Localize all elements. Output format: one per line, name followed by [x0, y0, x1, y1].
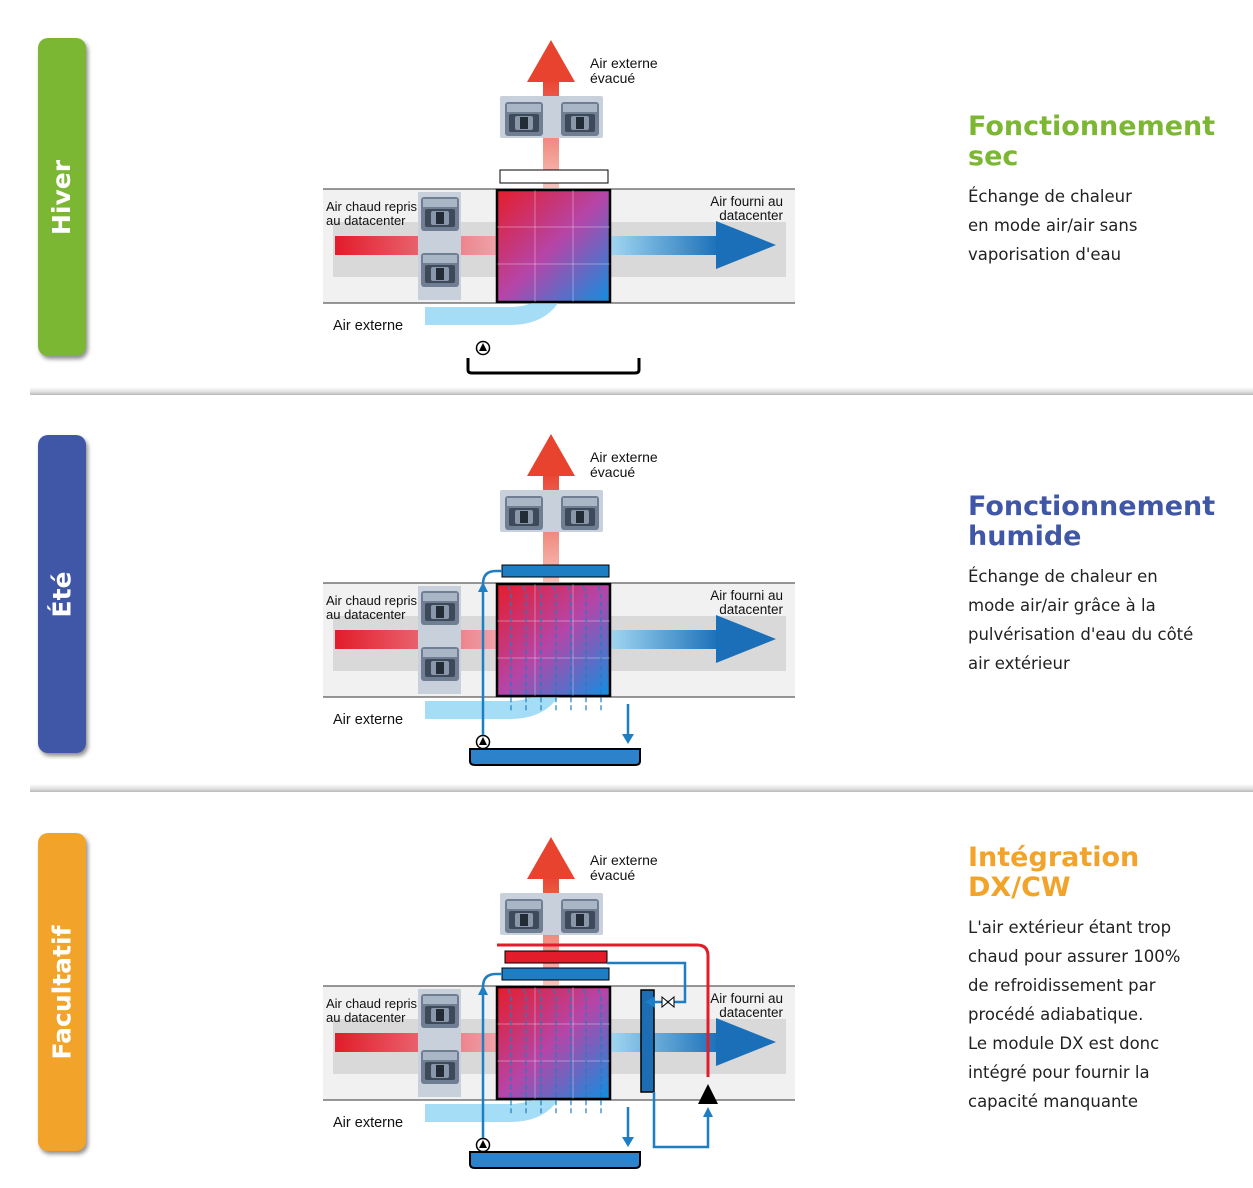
supply-air-arrow	[600, 236, 720, 255]
water-tray	[469, 1151, 641, 1169]
water-spray	[507, 988, 602, 1115]
compressor-icon	[698, 1084, 718, 1104]
water-spray	[507, 585, 602, 712]
spray-header	[501, 564, 610, 578]
body-wet-mode: Échange de chaleur en mode air/air grâce…	[968, 567, 1194, 673]
fan-icon	[561, 102, 599, 136]
fan-icon	[505, 102, 543, 136]
pump-icon	[475, 1137, 491, 1153]
supply-air-arrowhead	[716, 615, 776, 663]
exhaust-air-arrowhead	[527, 837, 575, 879]
fan-icon	[421, 994, 459, 1028]
title-dry-mode: Fonctionnement sec	[968, 111, 1216, 172]
panel-divider	[30, 784, 1253, 792]
fan-icon	[505, 496, 543, 530]
panel-divider	[30, 387, 1253, 395]
fan-icon	[421, 197, 459, 231]
supply-air-arrow	[600, 630, 720, 649]
body-dx-cw: L'air extérieur étant trop chaud pour as…	[968, 918, 1181, 1111]
label-outside-air: Air externe	[333, 712, 403, 728]
heat-exchanger	[495, 582, 612, 698]
label-outside-air: Air externe	[333, 318, 403, 334]
exhaust-air-arrowhead	[527, 40, 575, 82]
valve-icon	[661, 995, 675, 1009]
tab-winter[interactable]: Hiver	[38, 38, 86, 356]
refrigerant-line-hot	[497, 943, 710, 1077]
supply-air-arrow	[600, 1033, 720, 1052]
dx-coil	[640, 989, 655, 1093]
description-wet-mode: Fonctionnement humide Échange de chaleur…	[968, 492, 1228, 678]
exhaust-air-arrowhead	[527, 434, 575, 476]
label-outside-air: Air externe	[333, 1115, 403, 1131]
description-dry-mode: Fonctionnement sec Échange de chaleur en…	[968, 112, 1228, 269]
heat-exchanger	[495, 985, 612, 1101]
description-dx-cw: Intégration DX/CW L'air extérieur étant …	[968, 843, 1228, 1116]
water-tray	[466, 358, 641, 375]
pump-icon	[475, 734, 491, 750]
body-dry-mode: Échange de chaleur en mode air/air sans …	[968, 187, 1138, 264]
fan-icon	[505, 899, 543, 933]
tab-optional[interactable]: Facultatif	[38, 833, 86, 1151]
supply-air-arrowhead	[716, 221, 776, 269]
spray-header	[499, 169, 609, 184]
heat-exchanger	[495, 188, 612, 304]
supply-air-arrowhead	[716, 1018, 776, 1066]
title-dx-cw: Intégration DX/CW	[968, 842, 1140, 903]
fan-icon	[561, 496, 599, 530]
fan-icon	[421, 253, 459, 287]
refrigerant-line-cold	[652, 1092, 710, 1149]
fan-icon	[421, 647, 459, 681]
title-wet-mode: Fonctionnement humide	[968, 491, 1216, 552]
fan-icon	[421, 1050, 459, 1084]
spray-header	[501, 967, 610, 981]
fan-icon	[561, 899, 599, 933]
water-tray	[469, 748, 641, 766]
tab-summer[interactable]: Été	[38, 435, 86, 753]
dx-coil-header	[504, 950, 608, 964]
pump-icon	[475, 340, 491, 356]
fan-icon	[421, 591, 459, 625]
